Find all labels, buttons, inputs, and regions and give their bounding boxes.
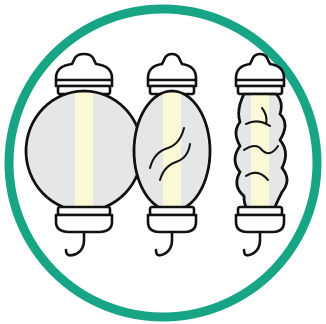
bulb-compressed <box>235 54 287 255</box>
bulb-partial-stripe <box>163 93 181 209</box>
bulb-full-stripe <box>75 93 93 209</box>
bulb-compressed-bottom-cap <box>236 215 284 232</box>
bulb-compressed-stripe <box>251 95 269 208</box>
bulb-partial-bottom-cap <box>148 215 196 232</box>
bulb-full-bottom-cap <box>56 215 112 232</box>
